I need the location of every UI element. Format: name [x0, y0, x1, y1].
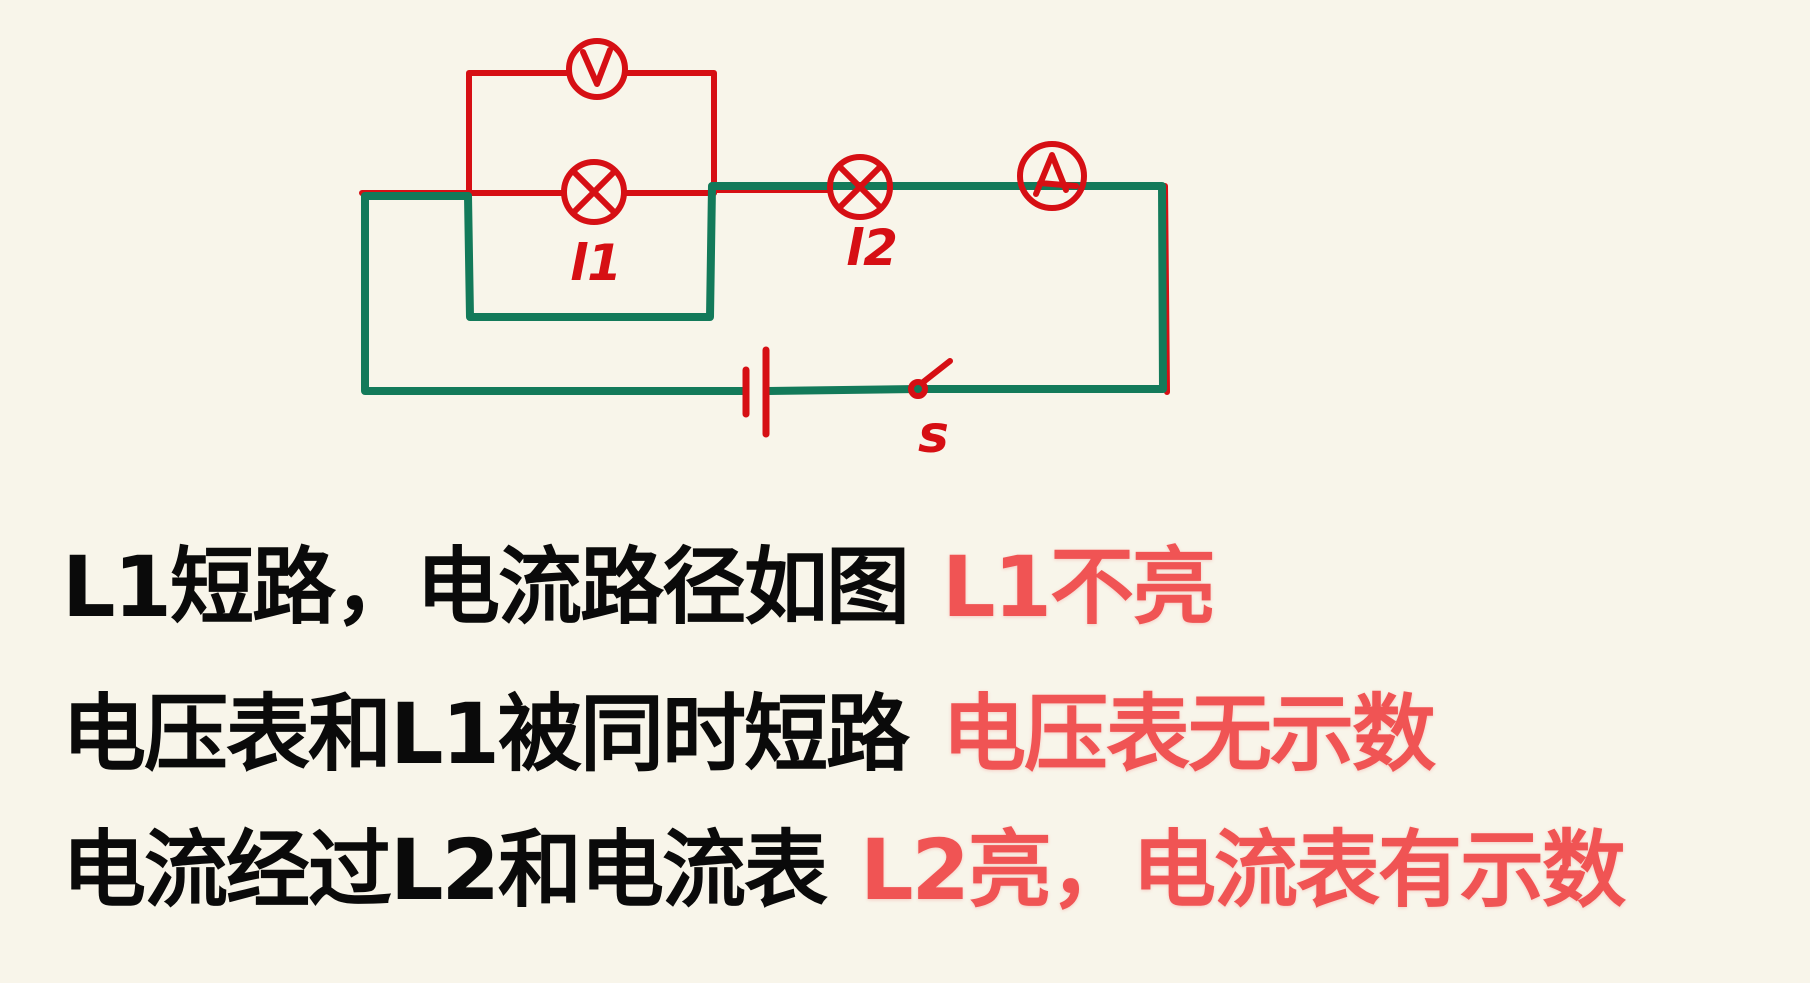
switch-icon — [908, 358, 953, 399]
line1-conclusion: L1不亮 — [941, 538, 1216, 636]
switch-label: s — [918, 405, 949, 465]
voltmeter-icon — [566, 38, 628, 100]
ammeter-icon — [1017, 141, 1087, 211]
lamp-l1-icon — [561, 159, 627, 225]
battery-icon — [742, 346, 770, 438]
red-wiring — [359, 70, 1170, 395]
explanation-line-2: 电压表和L1被同时短路电压表无示数 — [62, 692, 1436, 776]
current-path — [361, 182, 1167, 395]
line2-statement: 电压表和L1被同时短路 — [62, 685, 910, 783]
line3-statement: 电流经过L2和电流表 — [62, 821, 828, 919]
line3-conclusion: L2亮，电流表有示数 — [859, 821, 1626, 919]
circuit-diagram: l1 l2 s — [359, 38, 1170, 465]
line1-statement: L1短路，电流路径如图 — [62, 538, 910, 636]
lamp-l1-label: l1 — [570, 234, 622, 292]
line2-conclusion: 电压表无示数 — [941, 685, 1436, 783]
lamp-l2-icon — [827, 154, 893, 220]
lamp-l2-label: l2 — [846, 219, 898, 277]
